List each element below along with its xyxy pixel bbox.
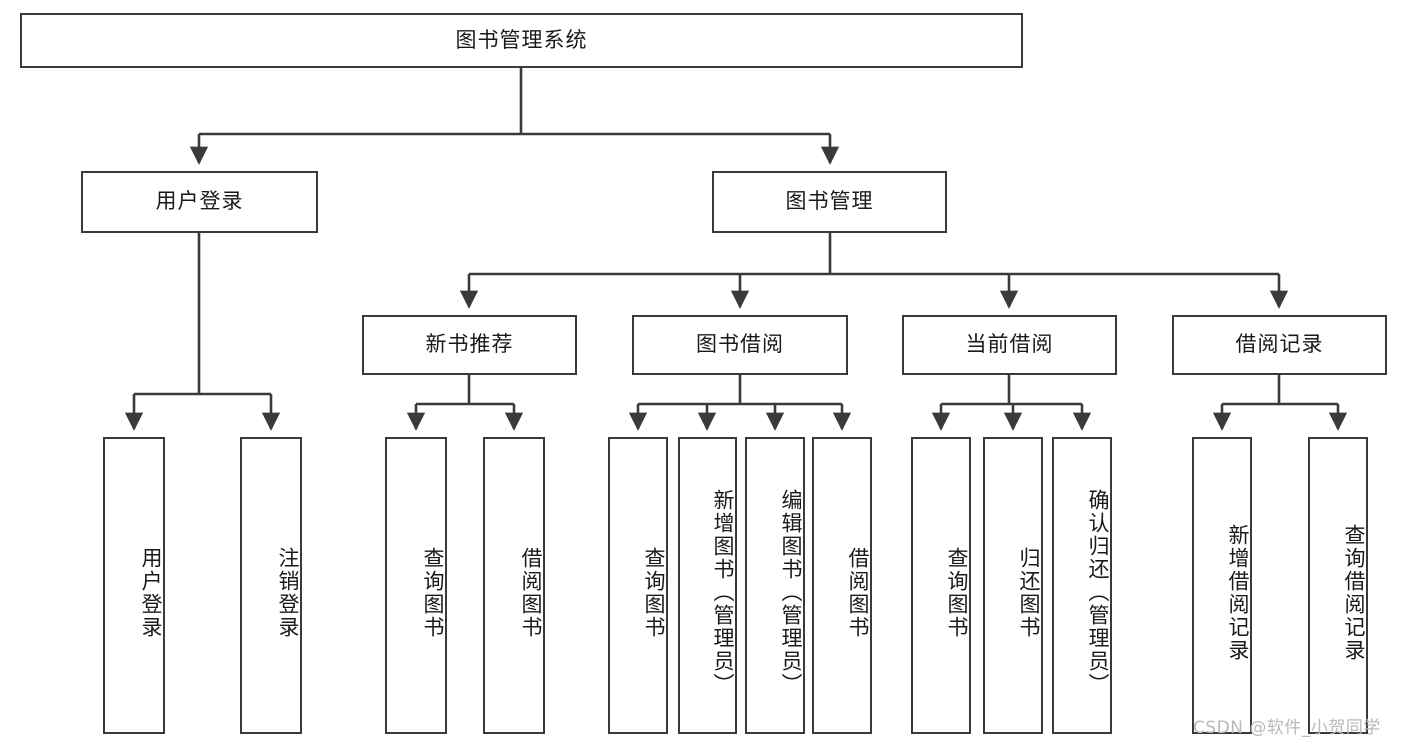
node-leaf-query-record[interactable]: 查询借阅记录: [1308, 437, 1368, 734]
node-leaf-add-book[interactable]: 新增图书（管理员）: [678, 437, 737, 734]
node-leaf-borrow-book-label: 借阅图书: [846, 546, 870, 639]
node-leaf-borrow-book-rec-label: 借阅图书: [519, 546, 543, 639]
node-leaf-user-login[interactable]: 用户登录: [103, 437, 165, 734]
node-leaf-add-book-label: 新增图书（管理员）: [711, 489, 735, 696]
node-root[interactable]: 图书管理系统: [20, 13, 1023, 68]
node-new-book-rec-label: 新书推荐: [425, 332, 514, 357]
node-leaf-user-logout-label: 注销登录: [276, 546, 300, 639]
node-leaf-query-book-current-label: 查询图书: [945, 546, 969, 639]
node-leaf-user-logout[interactable]: 注销登录: [240, 437, 302, 734]
node-leaf-query-book-rec-label: 查询图书: [421, 546, 445, 639]
node-leaf-edit-book[interactable]: 编辑图书（管理员）: [745, 437, 805, 734]
node-book-borrow-label: 图书借阅: [696, 332, 784, 357]
node-leaf-query-book-borrow[interactable]: 查询图书: [608, 437, 668, 734]
node-leaf-query-record-label: 查询借阅记录: [1342, 523, 1366, 662]
node-leaf-add-record[interactable]: 新增借阅记录: [1192, 437, 1252, 734]
node-borrow-record[interactable]: 借阅记录: [1172, 315, 1387, 375]
node-leaf-query-book-rec[interactable]: 查询图书: [385, 437, 447, 734]
node-new-book-rec[interactable]: 新书推荐: [362, 315, 577, 375]
node-current-borrow[interactable]: 当前借阅: [902, 315, 1117, 375]
watermark: CSDN @软件_小贺同学: [1193, 718, 1381, 738]
node-borrow-record-label: 借阅记录: [1235, 332, 1324, 357]
node-leaf-query-book-current[interactable]: 查询图书: [911, 437, 971, 734]
node-leaf-edit-book-label: 编辑图书（管理员）: [779, 489, 803, 696]
node-leaf-user-login-label: 用户登录: [139, 546, 163, 639]
node-leaf-return-book[interactable]: 归还图书: [983, 437, 1043, 734]
node-leaf-return-book-label: 归还图书: [1017, 546, 1041, 639]
node-leaf-confirm-return[interactable]: 确认归还（管理员）: [1052, 437, 1112, 734]
node-current-borrow-label: 当前借阅: [965, 332, 1054, 357]
node-leaf-borrow-book-rec[interactable]: 借阅图书: [483, 437, 545, 734]
node-book-manage[interactable]: 图书管理: [712, 171, 947, 233]
node-root-label: 图书管理系统: [455, 27, 588, 52]
node-leaf-add-record-label: 新增借阅记录: [1226, 523, 1250, 662]
node-leaf-borrow-book[interactable]: 借阅图书: [812, 437, 872, 734]
node-leaf-query-book-borrow-label: 查询图书: [642, 546, 666, 639]
node-book-manage-label: 图书管理: [785, 189, 874, 214]
node-book-borrow[interactable]: 图书借阅: [632, 315, 848, 375]
node-user-login[interactable]: 用户登录: [81, 171, 318, 233]
node-user-login-label: 用户登录: [155, 189, 244, 214]
node-leaf-confirm-return-label: 确认归还（管理员）: [1086, 489, 1110, 696]
